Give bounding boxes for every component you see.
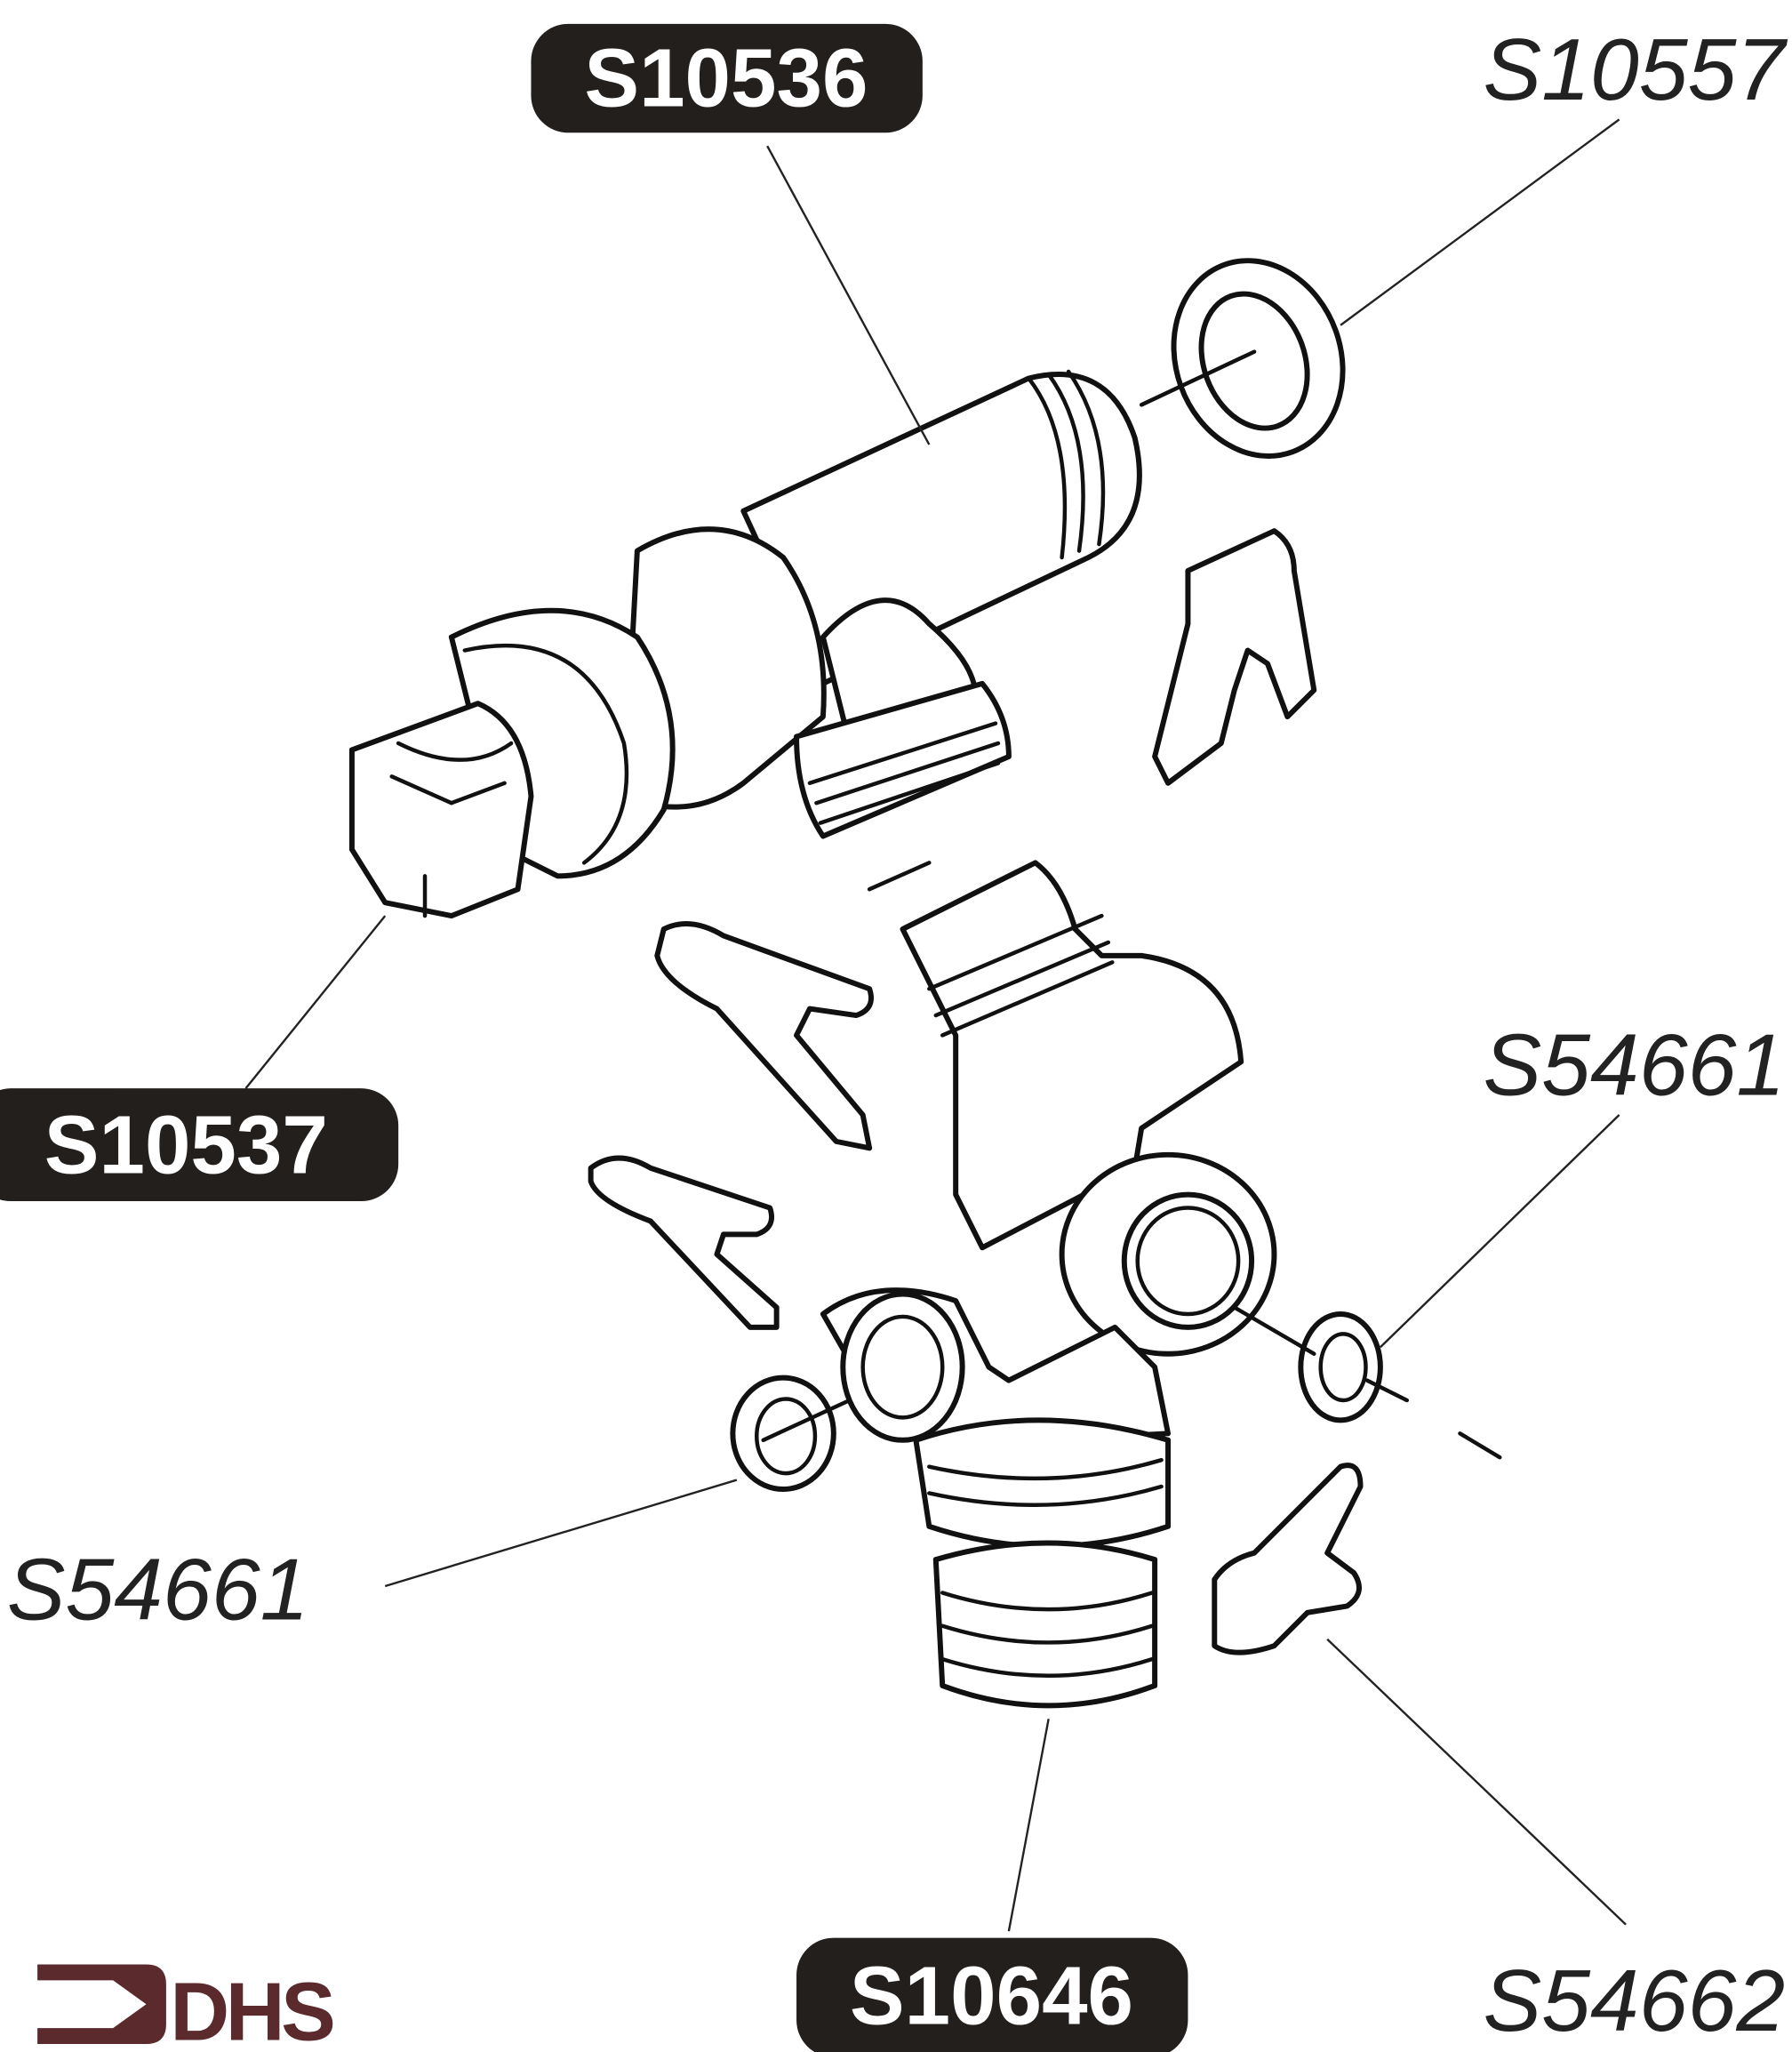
part-label-s10536: S10536 [531,23,923,133]
tee-connector-part [820,860,1277,1709]
part-number: S10646 [850,1950,1133,2042]
dhs-logo: DHS [37,1964,338,2052]
main-pipe-part [348,369,1142,919]
o-ring-left-part [730,1375,852,1493]
part-label-s10646: S10646 [796,1937,1188,2052]
part-label-s54661-left: S54661 [7,1540,309,1638]
part-label-s10557: S10557 [1484,20,1788,118]
leader-line-s10537 [244,915,387,1089]
leader-line-s10646 [1007,1719,1050,1932]
leader-line-s54661-left [384,1479,738,1588]
clip-left-lower [588,1155,780,1330]
part-label-s54661-right: S54661 [1484,1016,1786,1114]
clip-lower-right [1212,1463,1364,1655]
clip-left-upper [654,921,874,1151]
logo-text: DHS [170,1966,333,2052]
leader-line-s54661-right [1380,1114,1620,1349]
part-number: S10537 [44,1099,328,1191]
part-number: S10536 [584,31,868,124]
leader-line-s54662 [1326,1638,1627,1926]
part-label-s10537: S10537 [0,1088,399,1202]
leader-line-s10557 [1340,118,1620,326]
o-ring-right-part [1232,1305,1502,1460]
clip-upper-right [1152,528,1317,786]
part-label-s54662: S54662 [1484,1952,1786,2049]
leader-line-s10536 [766,145,931,445]
washer-part [1139,258,1346,459]
